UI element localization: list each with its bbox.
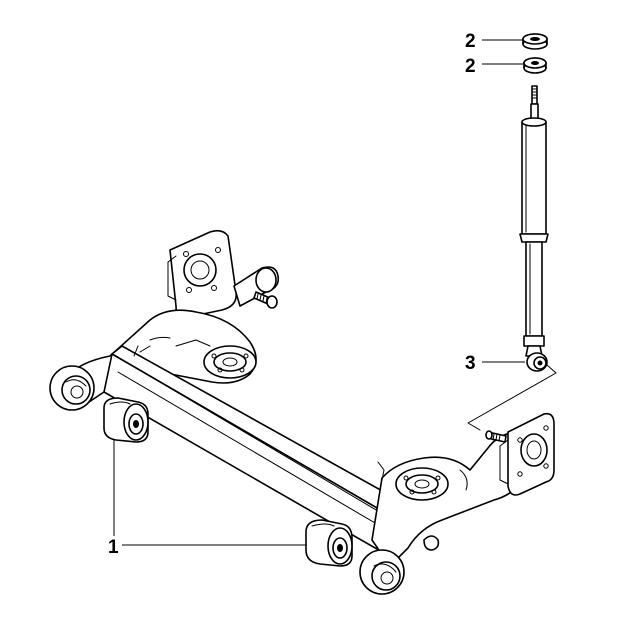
washer-bottom <box>523 57 547 74</box>
right-bracket-bolt <box>485 430 507 443</box>
callout-label-2-bottom: 2 <box>465 56 476 77</box>
bushing-left <box>103 397 149 443</box>
washer-top <box>522 33 548 50</box>
shock-absorber <box>519 85 549 372</box>
bushing-right <box>305 519 353 567</box>
right-pivot-eye <box>359 549 405 595</box>
left-bracket-bolt <box>253 291 278 309</box>
right-bracket <box>499 412 555 496</box>
rear-axle-beam <box>49 229 555 595</box>
callout-label-3: 3 <box>465 353 476 374</box>
callout-label-2-top: 2 <box>465 31 476 52</box>
callout-2-bottom: 2 <box>465 56 524 77</box>
callout-2-top: 2 <box>465 31 524 52</box>
callout-3: 3 <box>465 353 525 374</box>
callout-label-1: 1 <box>108 537 119 558</box>
left-pivot-eye <box>49 365 95 411</box>
shock-mount-guide-lines <box>467 364 557 431</box>
callout-1: 1 <box>108 432 308 558</box>
